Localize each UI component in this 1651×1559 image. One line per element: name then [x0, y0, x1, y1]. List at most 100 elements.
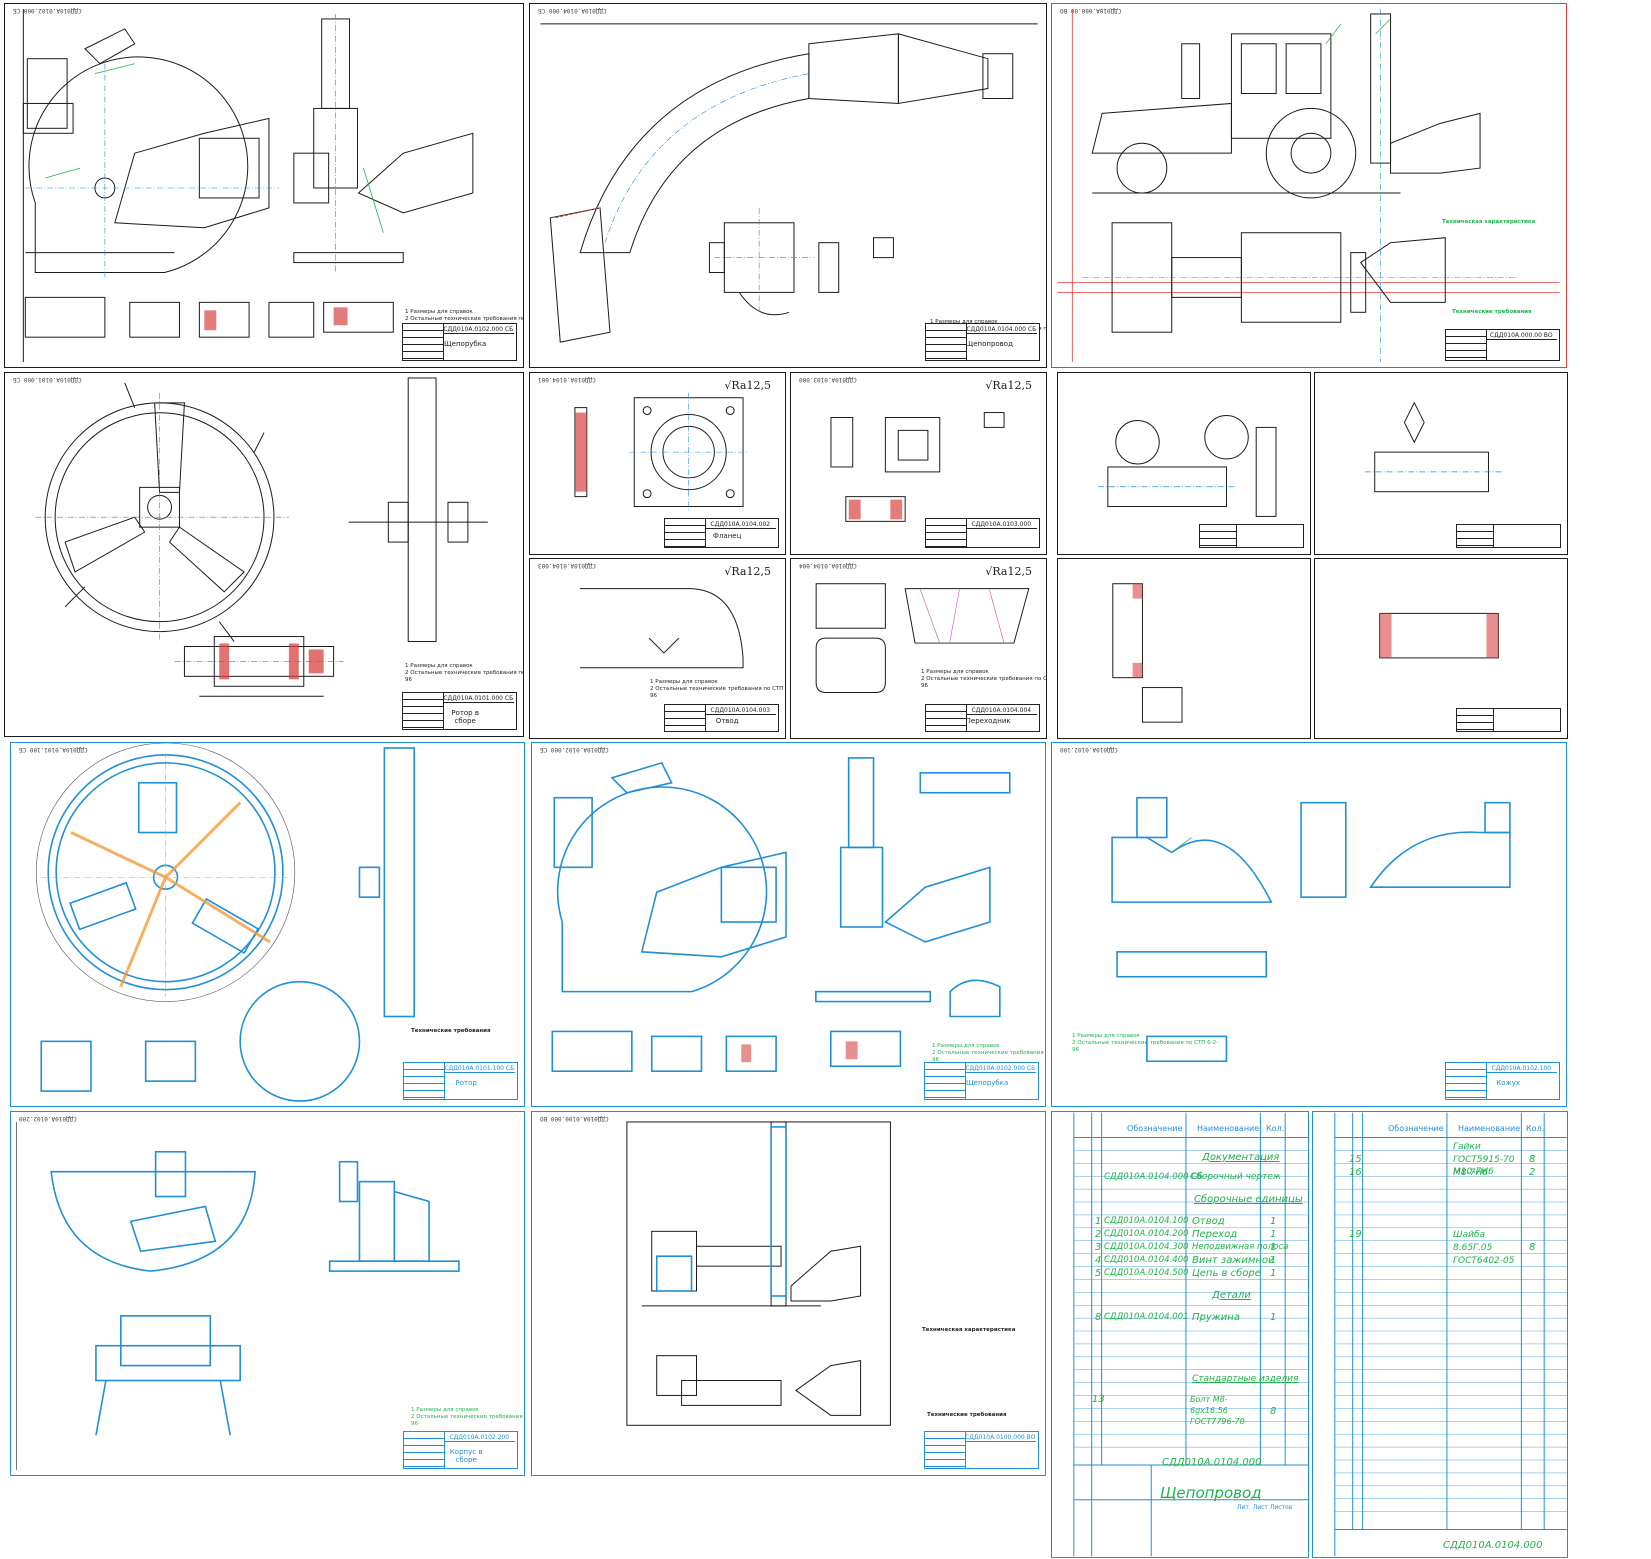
spec-row-designation: СДД010А.0104.000 СБ — [1104, 1172, 1203, 1182]
spec-row-name: Винт зажимной — [1192, 1255, 1275, 1266]
roughness-symbol: √Ra12,5 — [724, 565, 771, 578]
spec-table-grid — [1073, 1112, 1308, 1557]
sheet-process-4[interactable] — [1314, 558, 1568, 739]
col-qty: Кол. — [1266, 1124, 1285, 1133]
title-block — [1456, 708, 1561, 732]
spec-row-name: Сборочный чертеж — [1190, 1172, 1282, 1182]
title-block: СДД010А.0104.003 Отвод — [664, 704, 779, 732]
chip-conduit-drawing — [540, 23, 1038, 343]
section-documentation: Документация — [1202, 1152, 1280, 1163]
sheet-info: Лит. Лист Листов — [1237, 1504, 1293, 1511]
machine-general-view — [626, 1121, 891, 1426]
spec-qty: 1 — [1270, 1242, 1277, 1253]
sheet-process-3[interactable] — [1057, 558, 1311, 739]
elbow-drawing — [579, 588, 744, 669]
body-assembly-drawing — [16, 1121, 460, 1471]
title-block: СДД010А.0102.000 СБ Щепорубка — [402, 323, 517, 361]
process-sketch-drawing — [1112, 583, 1183, 723]
sheet-process-2[interactable] — [1314, 372, 1568, 555]
spec-row-name: Отвод — [1192, 1216, 1225, 1227]
title-block: СДД010А.0101.100 СБ Ротор — [403, 1062, 518, 1100]
col-name: Наименование — [1197, 1124, 1260, 1133]
col-qty: Кол. — [1526, 1124, 1545, 1133]
spec-row-name: Шайба 8.65Г.05 ГОСТ6402-05 — [1453, 1230, 1515, 1266]
spec-row-name: Переход — [1192, 1229, 1238, 1240]
section-standard: Стандартные изделия — [1192, 1374, 1299, 1384]
roughness-symbol: √Ra12,5 — [985, 565, 1032, 578]
bracket-drawing — [830, 412, 1005, 522]
title-block: СДД010А.0104.002 Фланец — [664, 518, 779, 548]
title-block: СДД010А.000.00 ВО — [1445, 329, 1560, 361]
col-designation: Обозначение — [1127, 1124, 1183, 1133]
spec-row-designation: СДД010А.0104.001 — [1104, 1312, 1189, 1322]
sheet-chipper-assembly-blue[interactable]: СДД010А.0102.000 СБ 1 Размеры — [531, 742, 1046, 1107]
tech-characteristics: Техническая характеристика — [922, 1327, 1016, 1333]
chipper-assembly-blue-drawing — [551, 757, 1011, 1072]
sheet-elbow-detail[interactable]: СДД010А.0104.003 √Ra12,5 1 Размеры для с… — [529, 558, 786, 739]
spec-pos: 15 — [1349, 1154, 1362, 1165]
document-title: Щепопровод — [1160, 1484, 1262, 1502]
spec-qty: 1 — [1270, 1312, 1277, 1323]
spec-qty: 1 — [1270, 1216, 1277, 1227]
spec-row-designation: СДД010А.0104.400 — [1104, 1255, 1189, 1265]
document-code: СДД010А.0104.000 — [1162, 1457, 1262, 1468]
spec-qty: 8 — [1529, 1154, 1536, 1165]
title-block: СДД010А.0101.000 СБ Ротор в сборе — [402, 692, 517, 730]
tractor-general-view — [1057, 8, 1560, 363]
section-parts: Детали — [1212, 1290, 1251, 1301]
sheet-rotor-assembly[interactable]: СДД010А.0101.000 СБ — [4, 372, 524, 737]
rotor-assembly-drawing — [35, 377, 488, 697]
title-block: СДД010А.0102.000 СБ Щепорубка — [924, 1062, 1039, 1100]
spec-sheet-2[interactable]: Обозначение Наименование Кол. 15 Гайки Г… — [1312, 1111, 1568, 1558]
spec-pos: 1 — [1095, 1216, 1102, 1227]
sheet-general-view-machine[interactable]: СДД010А.0100.000 ВО Техническая характер… — [531, 1111, 1046, 1476]
spec-qty: 1 — [1270, 1229, 1277, 1240]
chipper-assembly-drawing — [22, 8, 474, 363]
col-designation: Обозначение — [1388, 1124, 1444, 1133]
sheet-general-view-tractor[interactable]: СДД010А.000.00 ВО — [1051, 3, 1567, 368]
spec-row-designation: СДД010А.0104.200 — [1104, 1229, 1189, 1239]
tech-requirements: Технические требования — [927, 1412, 1007, 1418]
spec-row-designation: СДД010А.0104.500 — [1104, 1268, 1189, 1278]
spec-row-name: М10-7Н6 — [1453, 1167, 1494, 1177]
title-block — [1199, 524, 1304, 548]
spec-qty: 8 — [1270, 1406, 1277, 1417]
sheet-transition-detail[interactable]: СДД010А.0104.004 √Ra12,5 1 Размеры для с… — [790, 558, 1047, 739]
spec-row-name: Пружина — [1192, 1312, 1240, 1323]
sheet-flange-detail[interactable]: СДД010А.0104.001 √Ra12,5 СДД010А.0104.00… — [529, 372, 786, 555]
section-assemblies: Сборочные единицы — [1194, 1194, 1303, 1205]
title-block: СДД010А.0104.000 СБ Щепопровод — [925, 323, 1040, 361]
sheet-chip-conduit-assembly[interactable]: СДД010А.0104.000 СБ — [529, 3, 1047, 368]
spec-row-name: Цепь в сборе — [1192, 1268, 1261, 1279]
spec-qty: 1 — [1270, 1255, 1277, 1266]
title-block: СДД010А.0102.100 Кожух — [1445, 1062, 1560, 1100]
sheet-chipper-assembly[interactable]: СДД010А.0102.000 СБ — [4, 3, 524, 368]
spec-row-designation: СДД010А.0104.100 — [1104, 1216, 1189, 1226]
flange-drawing — [574, 392, 748, 512]
sheet-rotor-detail[interactable]: СДД010А.0101.100 СБ — [10, 742, 525, 1107]
spec-sheet-1[interactable]: Обозначение Наименование Кол. Документац… — [1051, 1111, 1309, 1558]
spec-pos: 3 — [1095, 1242, 1102, 1253]
spec-row-designation: СДД010А.0104.300 — [1104, 1242, 1189, 1252]
spec-pos: 13 — [1092, 1394, 1105, 1405]
title-block: СДД010А.0104.004 Переходник — [925, 704, 1040, 732]
tech-characteristics: Техническая характеристика — [1442, 219, 1536, 225]
spec-pos: 16 — [1349, 1167, 1362, 1178]
title-block — [1456, 524, 1561, 548]
tech-requirements: Технические требования — [411, 1028, 491, 1034]
sheet-bracket-detail[interactable]: СДД010А.0103.000 √Ra12,5 СДД010А.0103.00… — [790, 372, 1047, 555]
spec-pos: 8 — [1095, 1312, 1102, 1323]
sheet-process-1[interactable] — [1057, 372, 1311, 555]
spec-row-name: Гайки ГОСТ5915-70 М8-7Н6 — [1453, 1142, 1515, 1178]
spec-row-name: Неподвижная полоса — [1192, 1242, 1289, 1252]
spec-qty: 1 — [1270, 1268, 1277, 1279]
